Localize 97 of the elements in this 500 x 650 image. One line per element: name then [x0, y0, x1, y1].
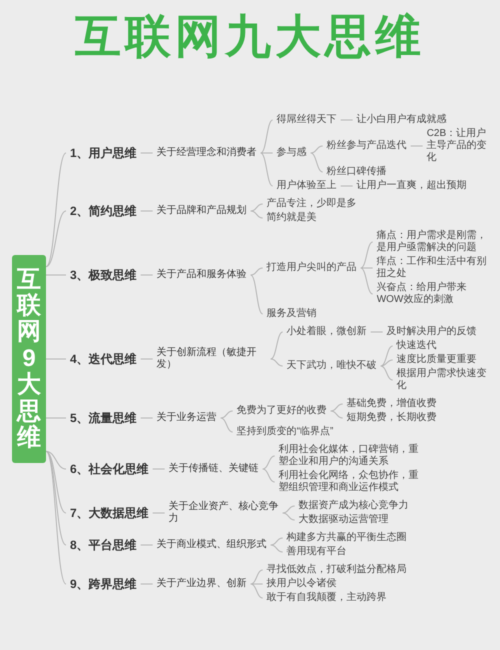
connector-line — [250, 268, 264, 276]
branch-text: 兴奋点：给用户带来WOW效应的刺激 — [372, 281, 492, 307]
branch-title: 1、用户思维 — [66, 141, 141, 165]
connector-line — [260, 120, 274, 154]
branch-text: 及时解决用户的反馈 — [382, 325, 481, 339]
branch-text: 数据资产成为核心竞争力 — [294, 499, 413, 513]
branch-text: 寻找低效点，打破利益分配格局 — [262, 563, 411, 577]
connector-line — [46, 152, 66, 268]
branch-text: 挟用户以令诸侯 — [262, 577, 341, 591]
connector-line — [262, 468, 276, 482]
branch-text: 让小白用户有成就感 — [352, 113, 451, 127]
branch-title: 8、平台思维 — [66, 533, 141, 557]
connector-line — [152, 468, 166, 470]
connector-line — [282, 512, 296, 520]
connector-line — [46, 210, 66, 268]
branch-title: 2、简约思维 — [66, 199, 141, 223]
branch-text: 短期免费，长期收费 — [342, 411, 441, 425]
branch-text: 参与感 — [272, 146, 311, 160]
connector-line — [46, 450, 66, 470]
branch-text: 关于业务运营 — [152, 410, 221, 426]
connector-line — [380, 360, 394, 366]
branch-text: 关于品牌和产品规划 — [152, 203, 251, 219]
branch-text: 让用户一直爽，超出预期 — [352, 179, 471, 193]
connector-line — [282, 506, 296, 514]
connector-line — [140, 358, 154, 360]
connector-line — [152, 512, 166, 514]
branch-text: 坚持到质变的“临界点” — [232, 425, 338, 439]
connector-line — [140, 210, 154, 212]
branch-text: 关于产品和服务体验 — [152, 267, 251, 283]
branch-text: 快速迭代 — [392, 339, 441, 353]
connector-line — [380, 346, 394, 366]
connector-line — [260, 152, 274, 154]
connector-line — [220, 410, 234, 418]
branch-text: 关于商业模式、组织形式 — [152, 537, 271, 553]
connector-line — [46, 274, 66, 276]
connector-line — [270, 544, 284, 552]
branch-text: 用户体验至上 — [272, 179, 341, 193]
connector-line — [310, 146, 324, 154]
connector-line — [330, 404, 344, 412]
branch-text: 善用现有平台 — [282, 545, 351, 559]
branch-text: 关于经营理念和消费者 — [152, 145, 261, 161]
connector-line — [46, 358, 66, 360]
connector-line — [220, 418, 234, 432]
connector-line — [250, 204, 264, 212]
branch-text: 天下武功，唯快不破 — [282, 359, 381, 373]
connector-line — [360, 268, 374, 294]
connector-line — [270, 358, 284, 366]
branch-title: 5、流量思维 — [66, 406, 141, 430]
branch-text: 服务及营销 — [262, 307, 321, 321]
connector-line — [270, 332, 284, 360]
connector-line — [46, 450, 66, 514]
branch-text: 大数据驱动运营管理 — [294, 513, 393, 527]
connector-line — [46, 450, 66, 584]
connector-line — [46, 450, 66, 546]
branch-text: 产品专注，少即是多 — [262, 197, 361, 211]
branch-text: C2B：让用户主导产品的变化 — [422, 127, 492, 165]
branch-text: 痛点：用户需求是刚需，是用户亟需解决的问题 — [372, 229, 492, 255]
branch-title: 4、迭代思维 — [66, 347, 141, 371]
branch-text: 构建多方共赢的平衡生态圈 — [282, 531, 411, 545]
branch-text: 根据用户需求快速变化 — [392, 367, 492, 393]
connector-line — [360, 242, 374, 268]
center-box: 互联网9大思维 — [12, 254, 46, 464]
connector-line — [140, 152, 154, 154]
branch-title: 7、大数据思维 — [66, 501, 153, 525]
connector-line — [250, 274, 264, 314]
connector-line — [270, 538, 284, 546]
branch-text: 得屌丝得天下 — [272, 113, 341, 127]
branch-text: 关于企业资产、核心竞争力 — [164, 499, 283, 527]
branch-title: 3、极致思维 — [66, 263, 141, 287]
connector-line — [380, 366, 394, 380]
connector-line — [260, 152, 274, 186]
branch-text: 粉丝口碑传播 — [322, 165, 391, 179]
connector-line — [330, 410, 344, 418]
branch-text: 免费为了更好的收费 — [232, 404, 331, 418]
connector-line — [140, 274, 154, 276]
branch-text: 小处着眼，微创新 — [282, 325, 371, 339]
branch-text: 利用社会化媒体，口碑营销，重塑企业和用户的沟通关系 — [274, 443, 425, 469]
connector-line — [310, 152, 324, 172]
connector-line — [250, 570, 264, 584]
title: 互联网九大思维 — [75, 9, 425, 64]
branch-text: 基础免费，增值收费 — [342, 397, 441, 411]
branch-text: 敢于有自我颠覆，主动跨界 — [262, 591, 391, 605]
branch-text: 粉丝参与产品迭代 — [322, 139, 411, 153]
branch-text: 痒点：工作和生活中有别扭之处 — [372, 255, 492, 281]
branch-text: 简约就是美 — [262, 211, 321, 225]
branch-title: 9、跨界思维 — [66, 572, 141, 596]
connector-line — [262, 456, 276, 470]
branch-text: 打造用户尖叫的产品 — [262, 261, 361, 275]
connector-line — [250, 584, 264, 598]
branch-text: 速度比质量更重要 — [392, 353, 481, 367]
branch-text: 利用社会化网络，众包协作，重塑组织管理和商业运作模式 — [274, 469, 425, 495]
branch-text: 关于创新流程（敏捷开发） — [152, 345, 271, 373]
branch-text: 关于传播链、关键链 — [164, 461, 263, 477]
branch-title: 6、社会化思维 — [66, 457, 153, 481]
branch-text: 关于产业边界、创新 — [152, 576, 251, 592]
connector-line — [250, 210, 264, 218]
connector-line — [140, 544, 154, 546]
